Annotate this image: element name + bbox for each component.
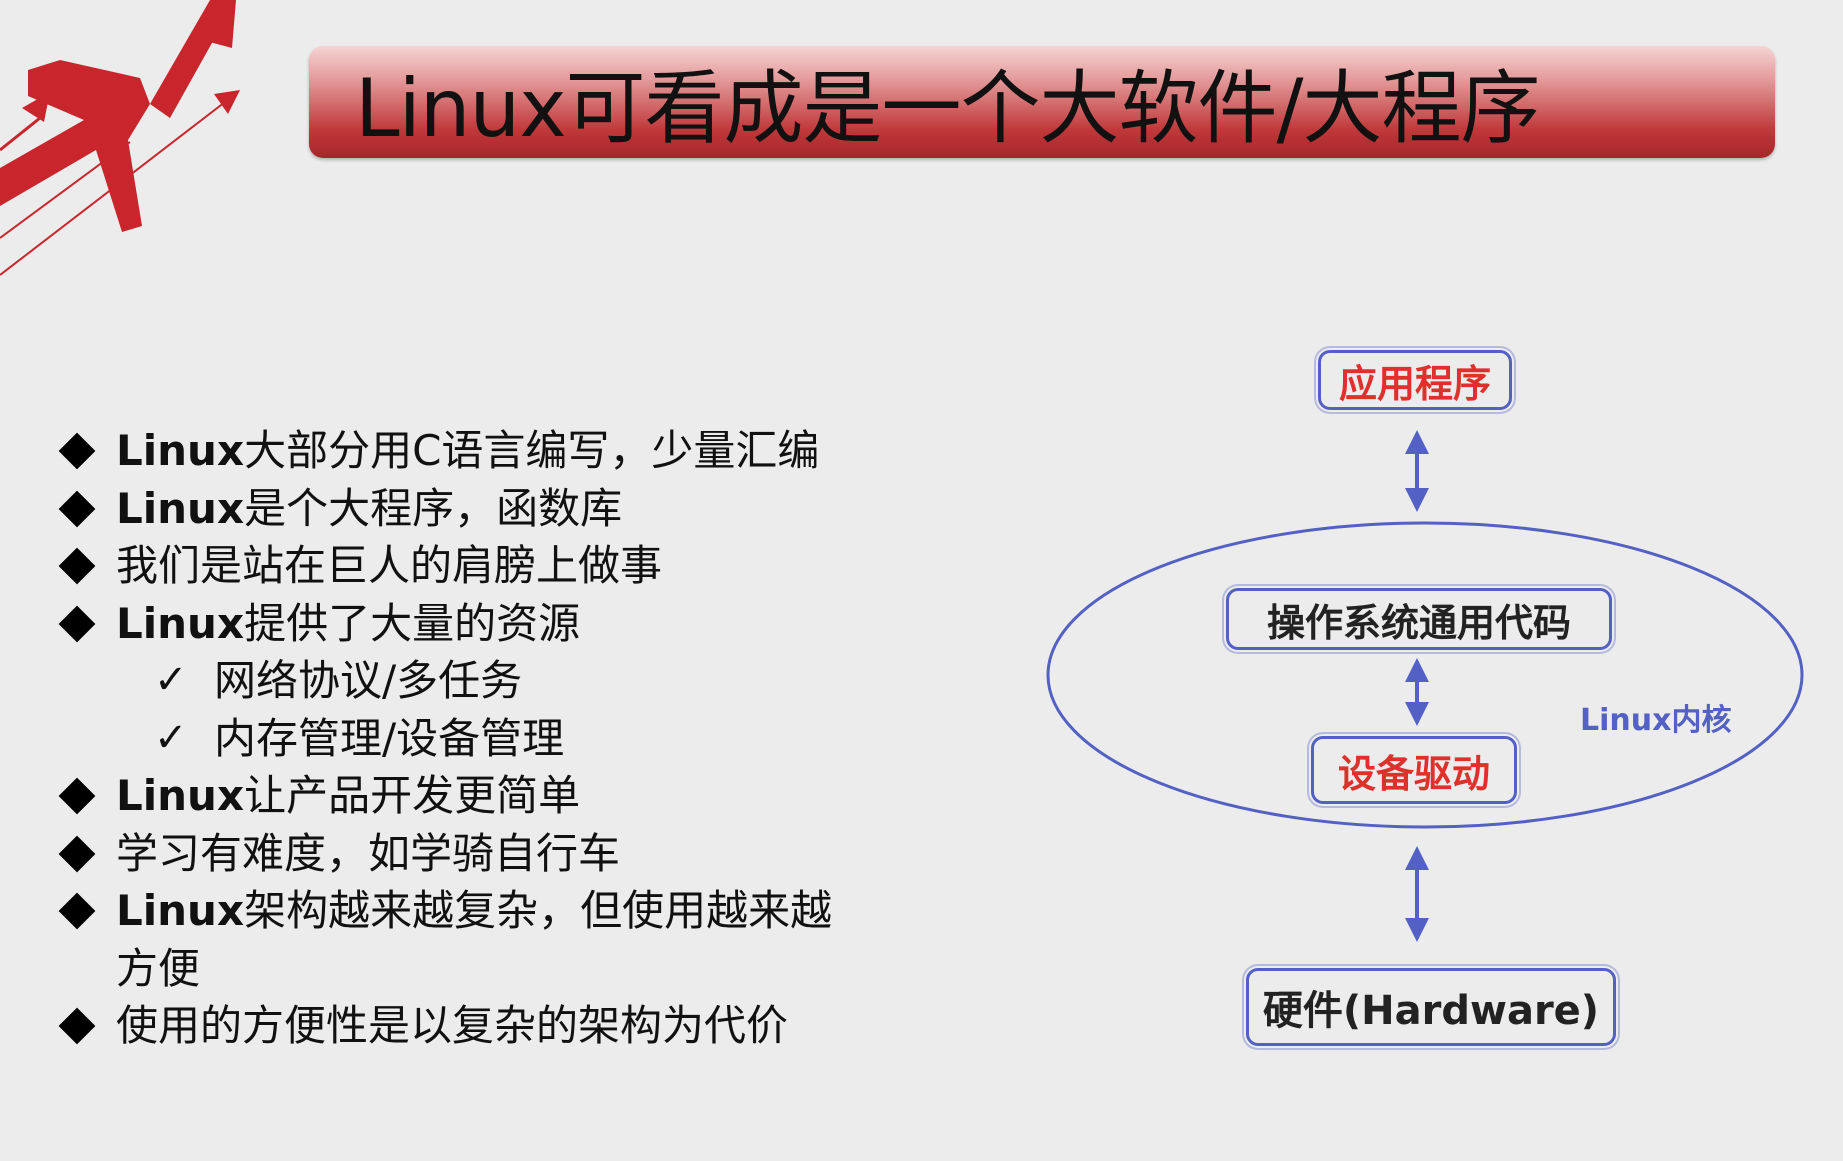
bullet-keyword: Linux	[116, 886, 245, 935]
app-label: 应用程序	[1338, 361, 1491, 406]
bullet-text: 是个大程序，函数库	[244, 483, 623, 533]
bullet-text: 我们是站在巨人的肩膀上做事	[116, 541, 663, 590]
bullet-keyword: Linux	[116, 483, 245, 533]
kernel-ellipse	[1046, 521, 1804, 829]
bullet-text: 提供了大量的资源	[244, 598, 581, 648]
bullet-text: 内存管理/设备管理	[214, 713, 565, 763]
driver-label: 设备驱动	[1337, 751, 1490, 796]
red-arrow-logo-icon	[0, 0, 240, 276]
kernel-diagram: 应用程序 操作系统通用代码 设备驱动 Linux内核 硬件(Hardware)	[1030, 330, 1820, 1070]
bullet-continuation: 方便	[58, 940, 958, 998]
hardware-label: 硬件(Hardware)	[1262, 988, 1600, 1034]
kernel-label: Linux内核	[1580, 703, 1732, 738]
bullet-item: Linux是个大程序，函数库	[58, 480, 958, 538]
bullet-keyword: Linux	[116, 598, 245, 648]
bullet-text: 方便	[116, 943, 201, 993]
bullet-item: Linux提供了大量的资源	[58, 595, 958, 653]
sub-bullet-item: 内存管理/设备管理	[58, 710, 958, 768]
bullet-keyword: Linux	[116, 426, 245, 475]
sub-bullet-item: 网络协议/多任务	[58, 652, 958, 710]
os-generic-box: 操作系统通用代码	[1226, 588, 1612, 650]
hardware-box: 硬件(Hardware)	[1246, 968, 1616, 1046]
title-banner: Linux可看成是一个大软件/大程序	[309, 46, 1775, 158]
bullet-text: 使用的方便性是以复杂的架构为代价	[116, 1001, 789, 1050]
bullet-keyword: Linux	[116, 771, 245, 820]
bullet-item: Linux架构越来越复杂，但使用越来越	[58, 882, 958, 940]
bullet-item: 我们是站在巨人的肩膀上做事	[58, 537, 958, 595]
bullet-text: 学习有难度，如学骑自行车	[116, 828, 621, 878]
page-title: Linux可看成是一个大软件/大程序	[355, 62, 1540, 155]
bullet-item: Linux大部分用C语言编写，少量汇编	[58, 422, 958, 480]
bullet-item: Linux让产品开发更简单	[58, 767, 958, 825]
app-box: 应用程序	[1318, 350, 1512, 410]
driver-box: 设备驱动	[1311, 736, 1517, 804]
diagram-shapes	[1046, 430, 1804, 942]
os-generic-label: 操作系统通用代码	[1266, 600, 1571, 645]
bullet-item: 使用的方便性是以复杂的架构为代价	[58, 997, 958, 1055]
bullet-text: 网络协议/多任务	[214, 656, 523, 705]
bullet-list: Linux大部分用C语言编写，少量汇编 Linux是个大程序，函数库 我们是站在…	[58, 422, 958, 1055]
bullet-text: 让产品开发更简单	[244, 771, 581, 820]
bullet-item: 学习有难度，如学骑自行车	[58, 825, 958, 883]
bullet-text: 大部分用C语言编写，少量汇编	[244, 426, 820, 475]
bullet-text: 架构越来越复杂，但使用越来越	[244, 886, 833, 935]
